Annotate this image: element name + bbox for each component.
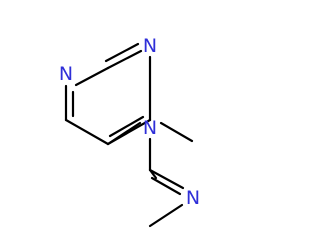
bond-nimine-methyl [148,203,184,228]
bond-ch-nimine-b [150,176,182,196]
structure-diagram: N N N N [59,35,200,228]
atom-n-ring-top: N [143,35,157,57]
bond-namine-methyl [159,121,194,143]
substituent-bonds [106,121,194,228]
bond-c4-c5 [64,118,110,146]
atom-n-imine: N [186,187,200,209]
bond-ch-nimine-a [148,168,185,190]
bond-n1-c2 [106,49,143,70]
bond-n1-c2-double [104,42,140,63]
molecule-canvas: N N N N [59,35,200,228]
bond-c2-n3 [74,66,110,87]
atom-n-ring-left: N [59,63,73,85]
pyrimidine-ring [64,42,152,146]
bond-c5-c6-double [108,115,145,138]
atom-n-amine: N [143,117,157,139]
bond-c5-namine [106,121,142,146]
